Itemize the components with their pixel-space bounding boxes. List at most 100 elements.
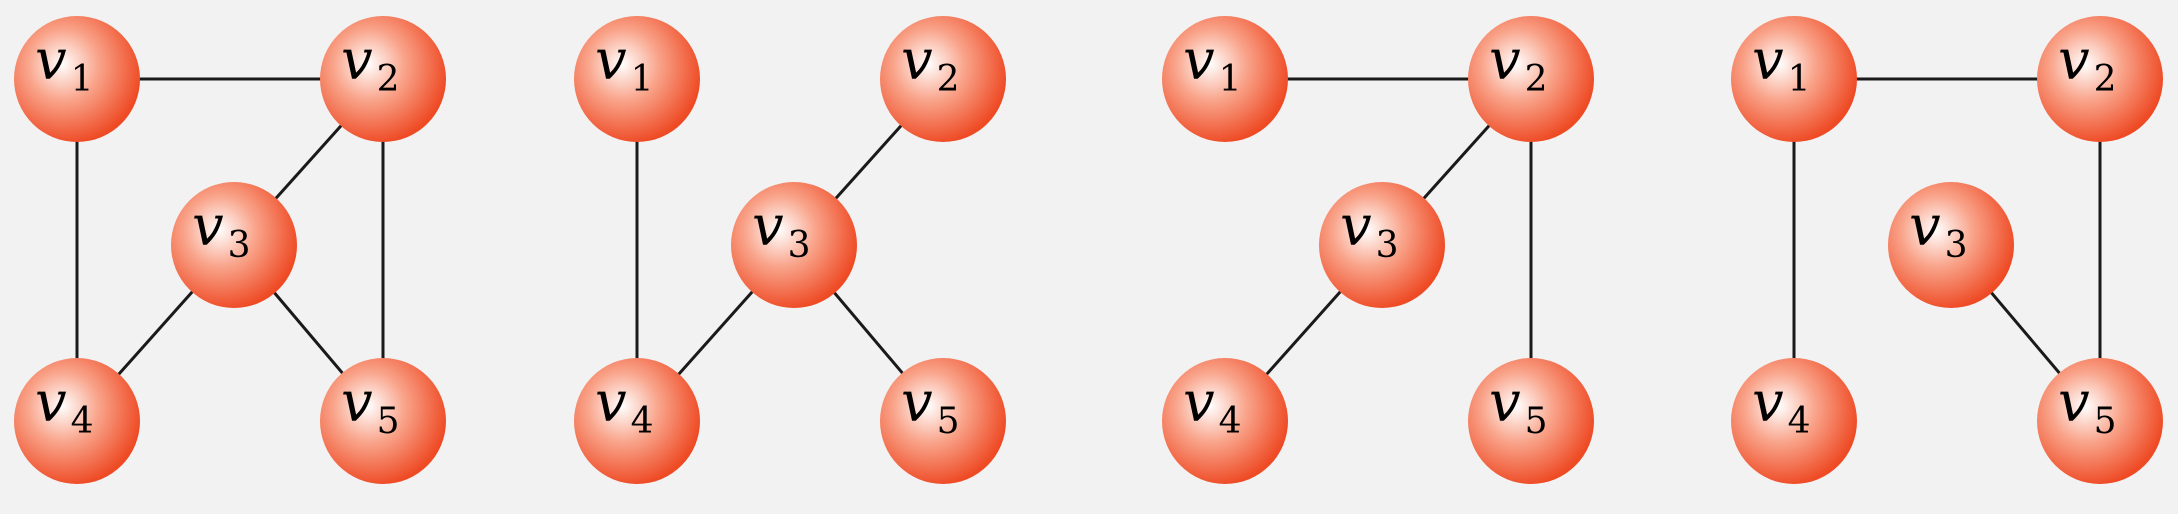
node-label-subscript: 5 bbox=[377, 401, 400, 442]
node-circle bbox=[1468, 358, 1594, 484]
node-circle bbox=[2037, 16, 2163, 142]
node-label-letter: v bbox=[1183, 370, 1215, 435]
node-label-letter: v bbox=[341, 370, 373, 435]
node-label-subscript: 5 bbox=[2094, 401, 2117, 442]
node-circle bbox=[14, 358, 140, 484]
node-label-subscript: 2 bbox=[1525, 59, 1548, 100]
node-label-letter: v bbox=[901, 28, 933, 93]
node-label-subscript: 2 bbox=[937, 59, 960, 100]
node-circle bbox=[1162, 16, 1288, 142]
node-label-letter: v bbox=[1340, 194, 1372, 259]
node-label-letter: v bbox=[752, 194, 784, 259]
node-label-letter: v bbox=[2058, 370, 2090, 435]
node-circle bbox=[320, 358, 446, 484]
node-circle bbox=[1468, 16, 1594, 142]
node-circle bbox=[1319, 182, 1445, 308]
node-label-letter: v bbox=[1752, 370, 1784, 435]
node-label-letter: v bbox=[1183, 28, 1215, 93]
node-circle bbox=[574, 16, 700, 142]
node-label-letter: v bbox=[1909, 194, 1941, 259]
node-circle bbox=[171, 182, 297, 308]
node-label-subscript: 4 bbox=[631, 401, 654, 442]
node-label-subscript: 3 bbox=[228, 225, 251, 266]
node-label-subscript: 4 bbox=[71, 401, 94, 442]
node-circle bbox=[1162, 358, 1288, 484]
node-label-letter: v bbox=[35, 370, 67, 435]
node-circle bbox=[731, 182, 857, 308]
node-label-subscript: 4 bbox=[1788, 401, 1811, 442]
node-label-letter: v bbox=[1752, 28, 1784, 93]
node-label-letter: v bbox=[1489, 28, 1521, 93]
node-circle bbox=[880, 16, 1006, 142]
node-label-subscript: 1 bbox=[1219, 59, 1242, 100]
node-label-letter: v bbox=[595, 28, 627, 93]
node-label-subscript: 3 bbox=[1376, 225, 1399, 266]
node-label-letter: v bbox=[1489, 370, 1521, 435]
node-circle bbox=[2037, 358, 2163, 484]
node-label-letter: v bbox=[341, 28, 373, 93]
node-label-letter: v bbox=[2058, 28, 2090, 93]
node-label-subscript: 4 bbox=[1219, 401, 1242, 442]
node-circle bbox=[1731, 358, 1857, 484]
node-circle bbox=[1888, 182, 2014, 308]
node-label-letter: v bbox=[901, 370, 933, 435]
node-label-subscript: 1 bbox=[631, 59, 654, 100]
node-circle bbox=[14, 16, 140, 142]
node-label-subscript: 5 bbox=[937, 401, 960, 442]
node-label-letter: v bbox=[595, 370, 627, 435]
node-label-letter: v bbox=[35, 28, 67, 93]
node-label-subscript: 2 bbox=[2094, 59, 2117, 100]
node-circle bbox=[880, 358, 1006, 484]
node-label-subscript: 1 bbox=[1788, 59, 1811, 100]
node-label-subscript: 2 bbox=[377, 59, 400, 100]
node-label-subscript: 3 bbox=[1945, 225, 1968, 266]
node-circle bbox=[1731, 16, 1857, 142]
node-label-subscript: 3 bbox=[788, 225, 811, 266]
node-label-subscript: 1 bbox=[71, 59, 94, 100]
